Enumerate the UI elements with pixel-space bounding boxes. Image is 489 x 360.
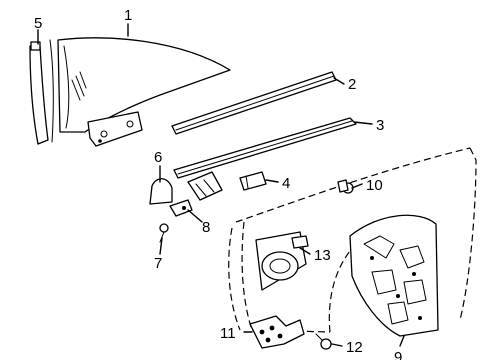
quarter-glass-part [57, 37, 231, 147]
regulator-channel-part [187, 171, 223, 201]
callout-6: 6 [154, 149, 162, 166]
belt-molding-lower-part [173, 117, 357, 179]
screw-part [159, 223, 169, 243]
latch-actuator-part [249, 315, 305, 349]
weatherstrip-part [29, 39, 54, 145]
fuel-filler-housing-part [255, 231, 309, 291]
callout-11: 11 [220, 325, 236, 342]
callout-12: 12 [346, 339, 363, 356]
trim-cap-part [149, 178, 173, 205]
callout-2: 2 [348, 76, 356, 93]
callout-5: 5 [34, 15, 42, 32]
callout-7: 7 [154, 255, 162, 272]
callout-1: 1 [124, 7, 132, 24]
wheelhouse-liner-part [349, 214, 439, 337]
leader-lines [37, 23, 405, 347]
callout-4: 4 [282, 175, 290, 192]
callout-13: 13 [314, 247, 331, 264]
push-pin-part [337, 179, 354, 194]
callout-3: 3 [376, 117, 384, 134]
callout-labels: 1 5 2 3 4 6 8 7 10 13 9 11 12 [34, 7, 402, 360]
callout-10: 10 [366, 177, 383, 194]
bracket-clip-part [169, 199, 193, 217]
bolt-part [315, 333, 332, 350]
callout-9: 9 [394, 349, 402, 360]
clip-part [239, 171, 267, 191]
callout-8: 8 [202, 219, 210, 236]
